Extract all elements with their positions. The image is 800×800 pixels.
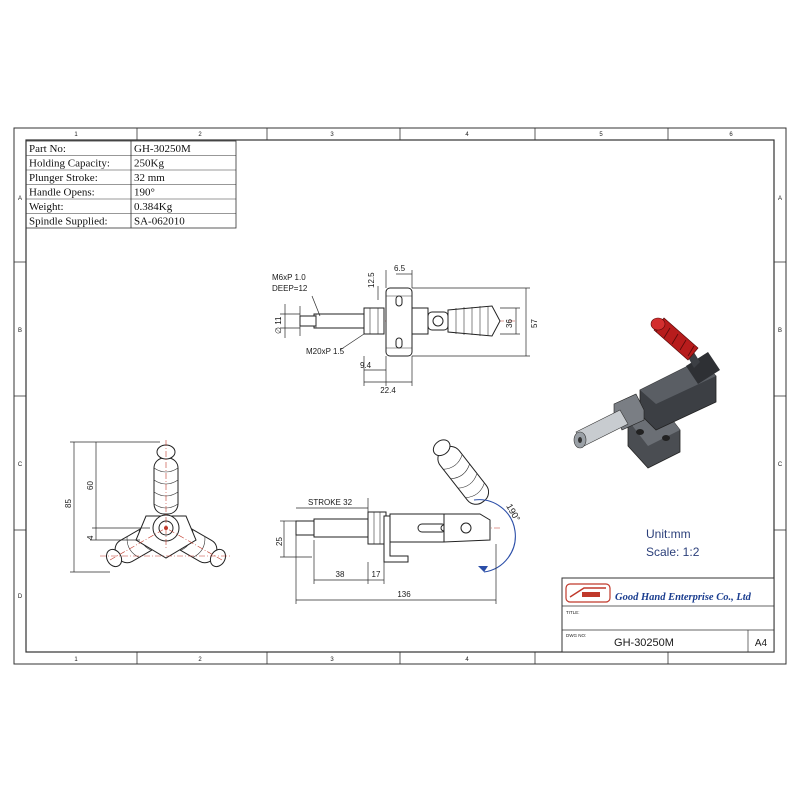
spec-label-holding-capacity: Holding Capacity: — [29, 158, 110, 170]
dwg-number: GH-30250M — [614, 637, 674, 649]
grid-col-top-3: 3 — [330, 132, 334, 138]
grid-row-right-c: C — [778, 462, 783, 468]
grid-col-bottom-4: 4 — [465, 657, 469, 663]
top-thread-callout: M6xP 1.0 — [272, 273, 306, 282]
dim-9-4: 9.4 — [360, 361, 372, 370]
dim-85: 85 — [64, 499, 73, 508]
grid-row-right-b: B — [778, 328, 782, 334]
dim-17: 17 — [372, 570, 381, 579]
grid-col-bottom-2: 2 — [198, 657, 202, 663]
dim-dia-11: ∅ 11 — [274, 316, 283, 334]
spec-label-handle-opens: Handle Opens: — [29, 187, 95, 199]
dim-38: 38 — [336, 570, 345, 579]
dim-25: 25 — [275, 537, 284, 546]
dim-60: 60 — [86, 481, 95, 490]
company-name: Good Hand Enterprise Co., Ltd — [615, 592, 752, 603]
top-view: M6xP 1.0 DEEP=12 M20xP 1.5 12.5 6.5 ∅ 11… — [272, 264, 539, 395]
grid-col-bottom-1: 1 — [74, 657, 78, 663]
dim-6-5: 6.5 — [394, 264, 406, 273]
grid-col-top-2: 2 — [198, 132, 202, 138]
grid-col-top-6: 6 — [729, 132, 733, 138]
dim-136: 136 — [397, 590, 411, 599]
dim-22-4: 22.4 — [380, 386, 396, 395]
top-thread-depth: DEEP=12 — [272, 284, 308, 293]
grid-col-top-1: 1 — [74, 132, 78, 138]
spec-label-spindle-supplied: Spindle Supplied: — [29, 216, 108, 228]
front-view: 85 60 4 — [64, 440, 232, 573]
dim-12-5: 12.5 — [367, 272, 376, 288]
grid-col-top-4: 4 — [465, 132, 469, 138]
grid-row-left-b: B — [18, 328, 22, 334]
title-block: Good Hand Enterprise Co., Ltd TITLE: DWG… — [561, 577, 775, 653]
title-caption: TITLE: — [566, 610, 580, 615]
scale-note: Scale: 1:2 — [646, 545, 700, 559]
spec-value-part-no: GH-30250M — [134, 143, 191, 155]
dim-36: 36 — [505, 319, 514, 328]
spec-value-spindle-supplied: SA-062010 — [134, 216, 185, 228]
sheet-size: A4 — [755, 638, 768, 649]
spec-table: Part No: GH-30250M Holding Capacity: 250… — [25, 140, 237, 229]
spec-value-handle-opens: 190° — [134, 187, 155, 199]
isometric-clamp-illustration — [573, 317, 720, 469]
stroke-label: STROKE 32 — [308, 498, 353, 507]
grid-row-right-a: A — [778, 196, 782, 202]
top-base-thread: M20xP 1.5 — [306, 347, 345, 356]
dwg-caption: DWG NO: — [566, 633, 586, 638]
spec-label-part-no: Part No: — [29, 143, 66, 155]
grid-ticks — [14, 128, 786, 664]
spec-label-plunger-stroke: Plunger Stroke: — [29, 172, 98, 184]
unit-note: Unit:mm — [646, 527, 691, 541]
company-logo — [565, 583, 611, 603]
dim-57: 57 — [530, 319, 539, 328]
spec-label-weight: Weight: — [29, 201, 64, 213]
grid-col-bottom-3: 3 — [330, 657, 334, 663]
grid-col-top-5: 5 — [599, 132, 603, 138]
grid-row-left-d: D — [18, 594, 23, 600]
side-view: STROKE 32 25 38 17 136 190° — [275, 439, 522, 604]
grid-row-left-c: C — [18, 462, 23, 468]
spec-value-holding-capacity: 250Kg — [134, 158, 164, 170]
dim-4: 4 — [86, 535, 95, 540]
spec-value-plunger-stroke: 32 mm — [134, 172, 165, 184]
spec-value-weight: 0.384Kg — [134, 201, 173, 213]
grid-row-left-a: A — [18, 196, 22, 202]
